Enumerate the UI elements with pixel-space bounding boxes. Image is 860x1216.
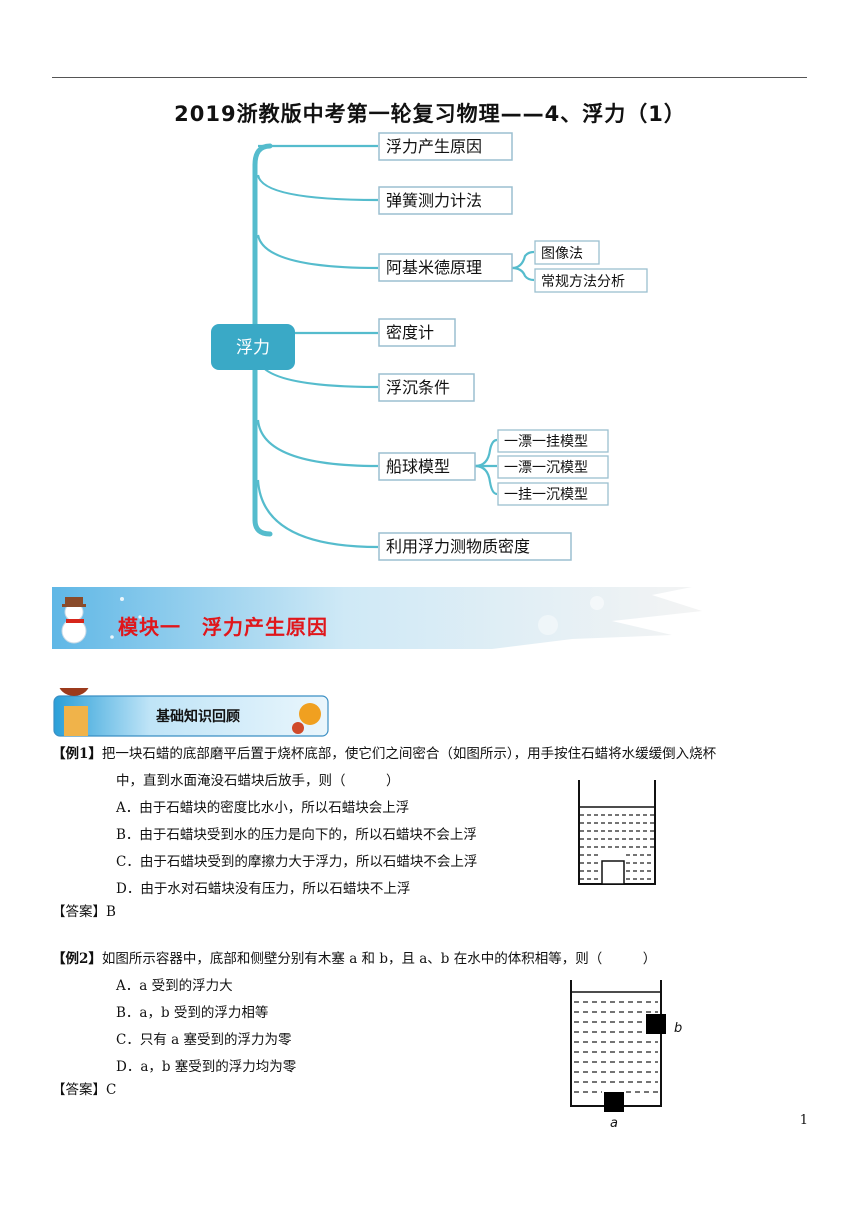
ex2-stem-text: 如图所示容器中，底部和侧壁分别有木塞 a 和 b，且 a、b 在水中的体积相等，… bbox=[101, 951, 657, 967]
page-number: 1 bbox=[799, 1113, 808, 1128]
ex1-option-b: B．由于石蜡块受到水的压力是向下的，所以石蜡块不会上浮 bbox=[116, 827, 477, 843]
sub-hang-sink-model: 一挂一沉模型 bbox=[504, 487, 588, 503]
ex1-stem-line1: 把一块石蜡的底部磨平后置于烧杯底部，使它们之间密合（如图所示），用手按住石蜡将水… bbox=[101, 746, 717, 762]
plug-b bbox=[646, 1014, 666, 1034]
branch-density-measure: 利用浮力测物质密度 bbox=[386, 537, 530, 556]
ex1-stem-line2: 中，直到水面淹没石蜡块后放手，则（ ） bbox=[116, 773, 400, 789]
ex2-container-figure: b a bbox=[570, 980, 682, 1130]
ex2-option-a: A．a 受到的浮力大 bbox=[116, 978, 233, 994]
sub-graph-method: 图像法 bbox=[541, 246, 583, 262]
branch-buoyancy-cause: 浮力产生原因 bbox=[386, 137, 482, 156]
ex1-option-c: C．由于石蜡块受到的摩擦力大于浮力，所以石蜡块不会上浮 bbox=[116, 854, 478, 870]
branch-hydrometer: 密度计 bbox=[386, 323, 434, 342]
sub-float-sink-model: 一漂一沉模型 bbox=[504, 460, 588, 476]
module-banner bbox=[52, 587, 702, 649]
ex2-option-b: B．a，b 受到的浮力相等 bbox=[116, 1005, 269, 1021]
ex1-option-a: A．由于石蜡块的密度比水小，所以石蜡块会上浮 bbox=[116, 800, 410, 816]
snowman-icon bbox=[61, 597, 87, 644]
wax-block bbox=[601, 860, 625, 885]
branch-float-sink: 浮沉条件 bbox=[386, 378, 450, 397]
ornament-icon bbox=[292, 703, 321, 734]
label-a: a bbox=[610, 1116, 618, 1130]
ex2-answer: 【答案】C bbox=[52, 1082, 117, 1098]
sub-regular-method: 常规方法分析 bbox=[541, 274, 625, 290]
ex1-label: 【例1】 bbox=[52, 746, 102, 762]
module-title: 模块一 浮力产生原因 bbox=[118, 615, 328, 639]
mind-map: 浮力 浮力产生原因 弹簧测力计法 阿基米德原理 密度计 浮沉条件 船球模型 利用… bbox=[211, 132, 648, 561]
ex2-option-c: C．只有 a 塞受到的浮力为零 bbox=[116, 1032, 292, 1048]
ex1-option-d: D．由于水对石蜡块没有压力，所以石蜡块不上浮 bbox=[116, 881, 411, 897]
plug-a bbox=[604, 1092, 624, 1112]
ex1-stem: 【例1】把一块石蜡的底部磨平后置于烧杯底部，使它们之间密合（如图所示），用手按住… bbox=[52, 741, 812, 768]
branch-spring-scale: 弹簧测力计法 bbox=[386, 191, 482, 210]
ex2-label: 【例2】 bbox=[52, 951, 102, 967]
subheading-banner bbox=[53, 688, 329, 737]
subheading-title: 基础知识回顾 bbox=[156, 709, 240, 725]
ex2-stem: 【例2】如图所示容器中，底部和侧壁分别有木塞 a 和 b，且 a、b 在水中的体… bbox=[52, 946, 812, 973]
mind-map-root: 浮力 bbox=[211, 324, 295, 370]
mind-map-root-label: 浮力 bbox=[236, 338, 270, 358]
branch-ship-ball-model: 船球模型 bbox=[386, 457, 450, 476]
label-b: b bbox=[674, 1021, 682, 1036]
girl-cartoon-icon bbox=[59, 688, 89, 736]
header-rule bbox=[52, 77, 807, 78]
ex1-answer: 【答案】B bbox=[52, 904, 116, 920]
branch-archimedes: 阿基米德原理 bbox=[386, 258, 482, 277]
ex2-option-d: D．a，b 塞受到的浮力均为零 bbox=[116, 1059, 297, 1075]
snowflake-icon bbox=[110, 596, 604, 639]
ex1-beaker-figure bbox=[578, 780, 656, 885]
sub-float-hang-model: 一漂一挂模型 bbox=[504, 434, 588, 450]
page-title: 2019浙教版中考第一轮复习物理——4、浮力（1） bbox=[174, 102, 686, 126]
